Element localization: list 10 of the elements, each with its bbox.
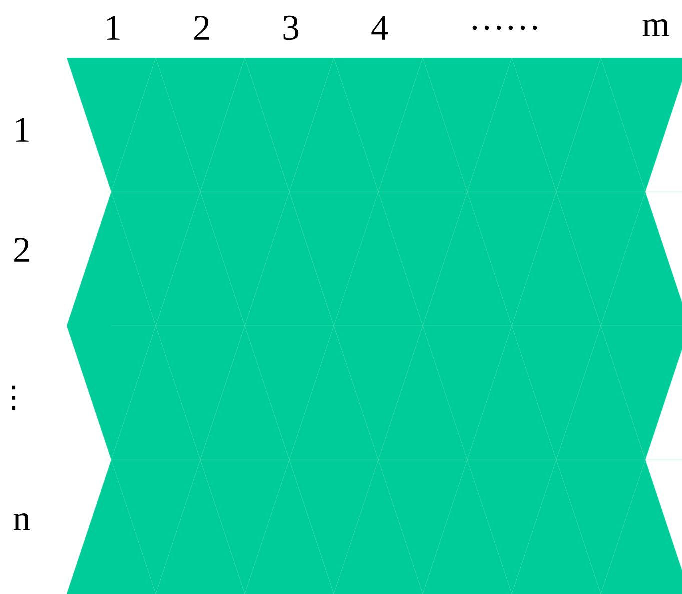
- column-label: ……: [472, 26, 538, 30]
- row-label: ⋮: [12, 386, 16, 410]
- row-label: n: [14, 514, 30, 530]
- column-label: 1: [107, 16, 120, 40]
- row-label: 2: [14, 238, 30, 262]
- column-label: 4: [372, 16, 388, 40]
- column-label: m: [642, 20, 670, 36]
- column-label: 2: [194, 16, 210, 40]
- column-label: 3: [284, 16, 299, 40]
- row-label: 1: [16, 118, 29, 142]
